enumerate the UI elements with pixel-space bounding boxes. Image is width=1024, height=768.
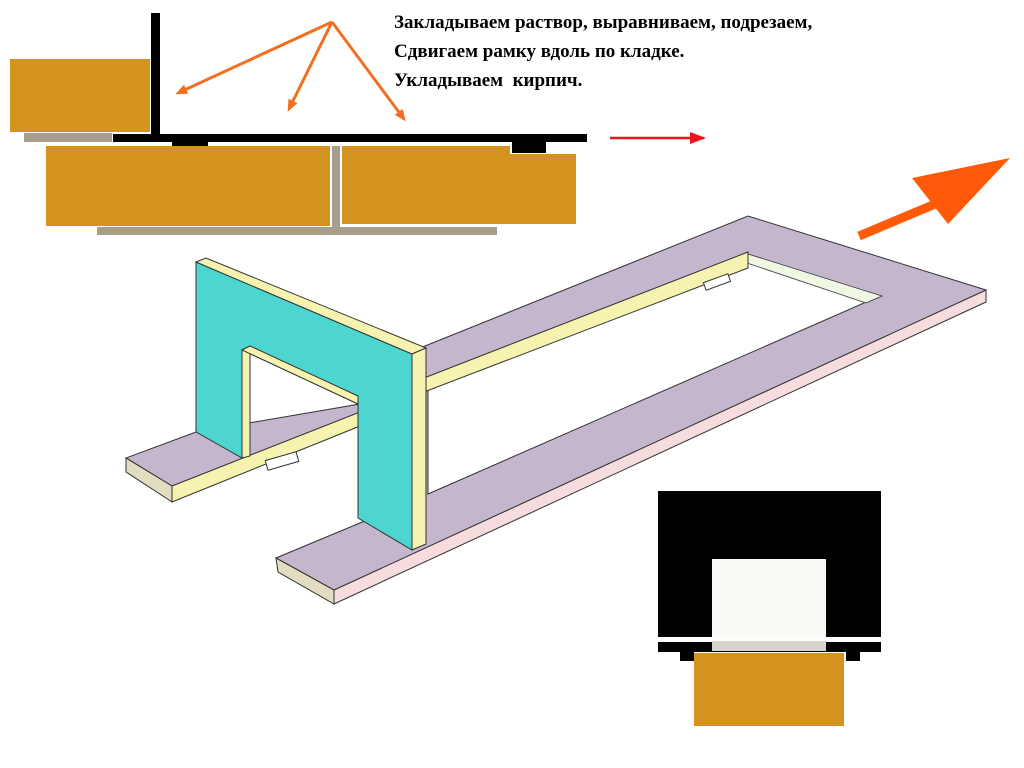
caption-line-2: Сдвигаем рамку вдоль по кладке. [394, 41, 685, 62]
cross-section-tab-left [680, 651, 694, 661]
front-foot-end [275, 557, 335, 605]
vertical-plate-opening-top [240, 345, 359, 405]
side-view-section [10, 13, 587, 235]
mortar-joint-vertical [332, 146, 340, 228]
caption-line-3: Укладываем кирпич. [394, 70, 583, 91]
cross-section-opening [712, 559, 826, 639]
vertical-plate-side-edge [411, 347, 427, 551]
pointer-arrow-right [330, 21, 406, 122]
frame-3d-illustration [124, 215, 988, 605]
lower-brick-left [46, 146, 330, 226]
pointer-arrow-left [175, 20, 333, 95]
cross-section-tab-right [846, 651, 860, 661]
instruction-caption: Закладываем раствор, выравниваем, подрез… [394, 8, 1014, 95]
cross-section [658, 491, 881, 726]
frame-vertical-post [151, 13, 160, 137]
back-foot-tab [264, 451, 300, 471]
inner-rail [423, 251, 749, 393]
caption-line-1: Закладываем раствор, выравниваем, подрез… [394, 12, 813, 33]
rail-tab [702, 273, 732, 291]
lower-brick-right [342, 146, 510, 224]
frame-horizontal-bar [113, 134, 587, 142]
mortar-layer-upper [24, 133, 112, 142]
vertical-plate-opening-side [241, 345, 251, 459]
pointer-arrows [175, 20, 406, 122]
direction-arrow-orange [857, 158, 1010, 241]
upper-brick [10, 59, 150, 132]
cross-section-mortar [712, 641, 826, 651]
lower-brick-far-right [510, 154, 576, 224]
frame-tab-right [512, 141, 546, 153]
pointer-arrow-middle [287, 21, 334, 112]
cross-section-brick [694, 653, 844, 726]
mortar-layer-lower [97, 227, 497, 235]
